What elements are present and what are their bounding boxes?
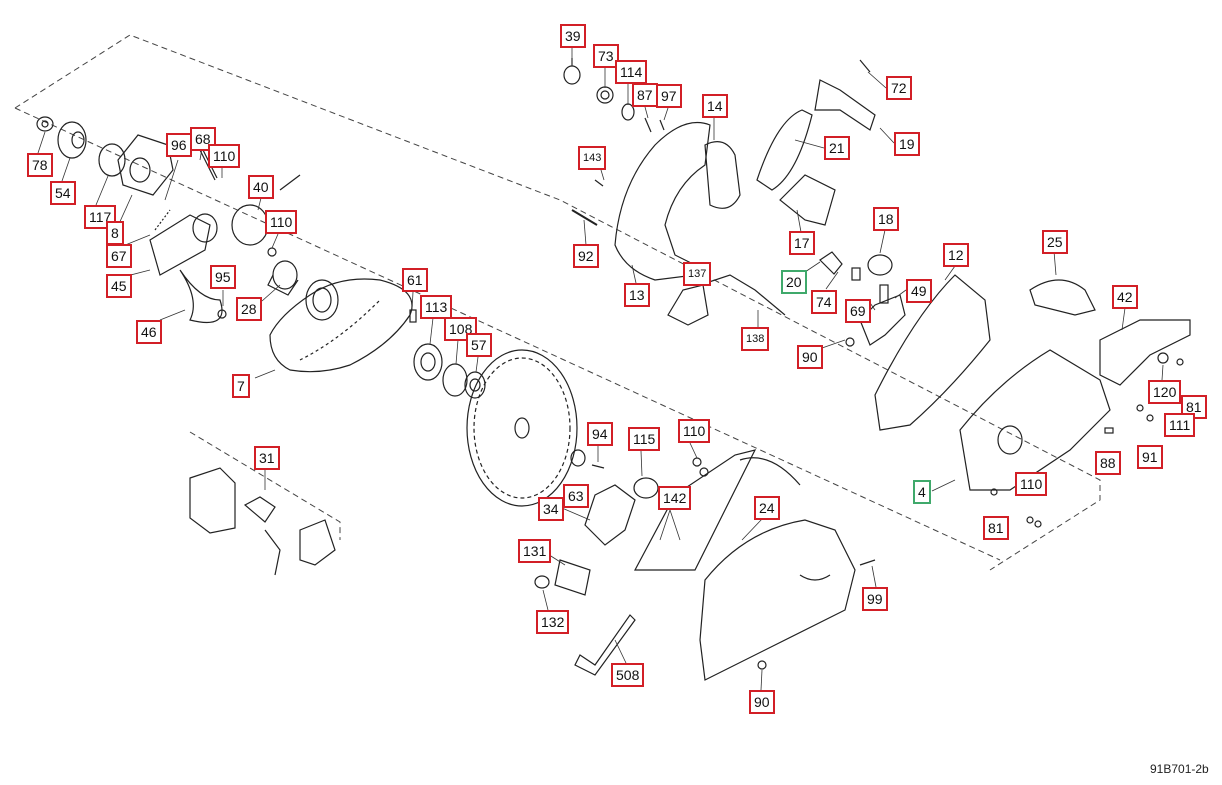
callout-110-d: 110: [1015, 472, 1048, 496]
callout-12: 12: [943, 243, 969, 267]
blade-guard: [269, 278, 413, 373]
callout-508: 508: [611, 663, 645, 687]
callout-143: 143: [578, 146, 607, 170]
callout-4: 4: [913, 480, 931, 504]
callout-138: 138: [741, 327, 770, 351]
callout-21: 21: [824, 136, 850, 160]
blade-flanges: [409, 309, 486, 399]
callout-39: 39: [560, 24, 586, 48]
callout-8: 8: [106, 221, 124, 245]
callout-78: 78: [27, 153, 53, 177]
callout-81-b: 81: [983, 516, 1009, 540]
callout-142: 142: [658, 486, 692, 510]
callout-132: 132: [536, 610, 570, 634]
callout-117: 117: [84, 205, 117, 229]
callout-74: 74: [811, 290, 837, 314]
callout-91: 91: [1137, 445, 1163, 469]
callout-67: 67: [106, 244, 132, 268]
drawing-code: 91B701-2b: [1150, 762, 1209, 776]
callout-99: 99: [862, 587, 888, 611]
callout-69: 69: [845, 299, 871, 323]
callout-49: 49: [906, 279, 932, 303]
callout-24: 24: [754, 496, 780, 520]
callout-14: 14: [702, 94, 728, 118]
callout-73: 73: [593, 44, 619, 68]
callout-72: 72: [886, 76, 912, 100]
callout-46: 46: [136, 320, 162, 344]
callout-96: 96: [166, 133, 192, 157]
callout-114: 114: [615, 60, 648, 84]
arm-housing: [874, 274, 1191, 528]
dashed-guide-lines: [14, 34, 1101, 571]
callout-17: 17: [789, 231, 815, 255]
callout-97: 97: [656, 84, 682, 108]
callout-88: 88: [1095, 451, 1121, 475]
callout-90-b: 90: [749, 690, 775, 714]
callout-20: 20: [781, 270, 807, 294]
callout-34: 34: [538, 497, 564, 521]
leader-lines: [37, 48, 1164, 691]
callout-63: 63: [563, 484, 589, 508]
callout-54: 54: [50, 181, 76, 205]
callout-45: 45: [106, 274, 132, 298]
saw-blade: [466, 349, 578, 507]
switch-group: [667, 251, 906, 347]
callout-110-a: 110: [208, 144, 241, 168]
callout-28: 28: [236, 297, 262, 321]
callout-92: 92: [573, 244, 599, 268]
callout-111-a: 111: [1164, 413, 1196, 437]
callout-110-c: 110: [678, 419, 711, 443]
callout-113: 113: [420, 295, 453, 319]
callout-18: 18: [873, 207, 899, 231]
callout-7: 7: [232, 374, 250, 398]
callout-40: 40: [248, 175, 274, 199]
callout-90-a: 90: [797, 345, 823, 369]
callout-94: 94: [587, 422, 613, 446]
callout-137: 137: [683, 262, 712, 286]
callout-87: 87: [632, 83, 658, 107]
callout-61: 61: [402, 268, 428, 292]
callout-13: 13: [624, 283, 650, 307]
laser-module-group: [189, 467, 336, 576]
callout-115: 115: [628, 427, 661, 451]
callout-25: 25: [1042, 230, 1068, 254]
callout-57: 57: [466, 333, 492, 357]
callout-19: 19: [894, 132, 920, 156]
callout-31: 31: [254, 446, 280, 470]
handle-group: [563, 58, 876, 281]
callout-120: 120: [1148, 380, 1182, 404]
callout-42: 42: [1112, 285, 1138, 309]
callout-95: 95: [210, 265, 236, 289]
callout-110-b: 110: [265, 210, 298, 234]
callout-131: 131: [518, 539, 552, 563]
